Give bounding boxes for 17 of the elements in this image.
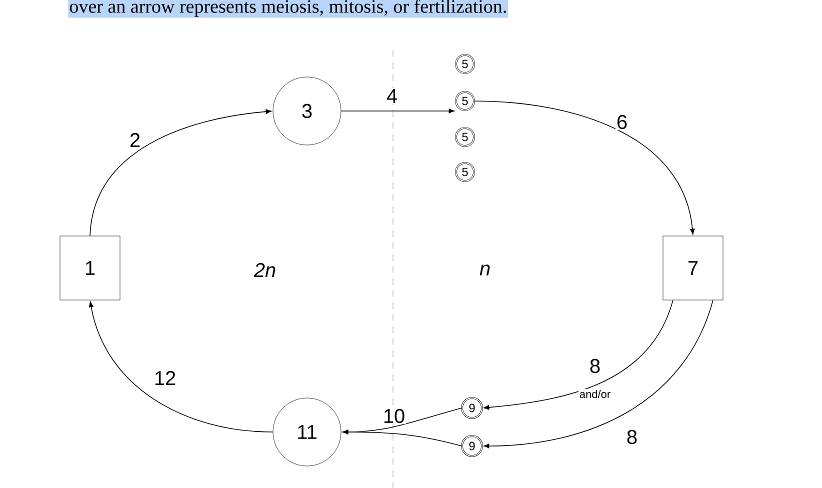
square-box: 7 <box>662 236 724 300</box>
edge-label: 12 <box>152 370 178 386</box>
ploidy-label: n <box>478 264 492 276</box>
arrow <box>483 300 714 448</box>
arrow <box>90 109 272 236</box>
edge-label: 4 <box>385 88 399 104</box>
arrow <box>340 108 455 114</box>
square-box: 1 <box>60 236 120 300</box>
arrow <box>483 300 674 410</box>
edge-label: 2 <box>128 132 142 148</box>
circle-node: 3 <box>272 76 342 146</box>
ploidy-label: 2n <box>252 262 278 278</box>
circle-node: 11 <box>272 398 342 466</box>
edge-label: 10 <box>382 408 406 424</box>
arrow <box>88 301 274 432</box>
arrow <box>342 430 462 446</box>
arrow <box>474 100 695 235</box>
